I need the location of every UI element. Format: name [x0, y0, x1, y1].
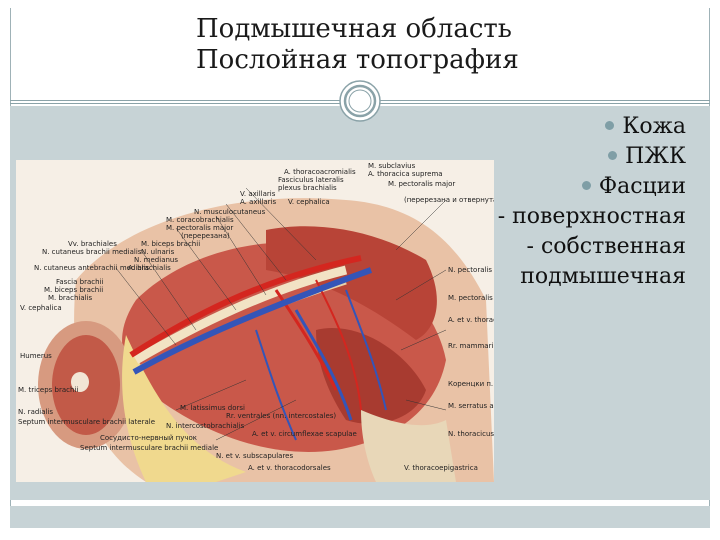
label-n-cutaneus-brachii-medialis: N. cutaneus brachii medialis — [42, 248, 142, 256]
label-a-thoracica-suprema: A. thoracica suprema — [368, 170, 443, 178]
sub-item: - собственная — [526, 234, 686, 259]
label-neurovascular-bundle: Сосудисто-нервный пучок — [100, 434, 197, 442]
bottom-strip — [10, 506, 710, 528]
label-n-ulnaris: N. ulnaris — [141, 248, 175, 256]
label-n-medianus: N. medianus — [134, 256, 178, 264]
label-thoracodorsales: A. et v. thoracodorsales — [248, 464, 331, 472]
label-a-thoracoacromialis: A. thoracoacromialis — [284, 168, 356, 176]
label-m-subclavius: M. subclavius — [368, 162, 416, 170]
label-v-axillaris: V. axillaris — [240, 190, 276, 198]
bullet-item: Кожа — [498, 112, 686, 142]
bullet-dot-icon — [581, 180, 591, 190]
label-m-serratus-anterior: M. serratus anterior — [448, 402, 494, 410]
slide-title-line-1: Подмышечная область — [196, 14, 512, 44]
sub-item: - поверхностная — [497, 204, 686, 229]
slide-title: Подмышечная область Послойная топография — [196, 14, 519, 76]
label-plexus-brachialis: plexus brachialis — [278, 184, 337, 192]
label-humerus: Humerus — [20, 352, 52, 360]
bullet-item: Фасции — [498, 172, 686, 202]
label-n-cutaneus-antebrachii-medialis: N. cutaneus antebrachii medialis — [34, 264, 150, 272]
label-m-pectoralis-minor: M. pectoralis minor — [448, 294, 494, 302]
label-n-thoracicus-longus: N. thoracicus longus — [448, 430, 494, 438]
label-circumflexae-scapulae: A. et v. circumflexae scapulae — [252, 430, 357, 438]
bullet-item: ПЖК — [498, 142, 686, 172]
slide-title-line-2: Послойная топография — [196, 45, 519, 75]
label-septum-mediale: Septum intermusculare brachii mediale — [80, 444, 218, 452]
label-v-cephalica: V. cephalica — [20, 304, 62, 312]
label-v-cephalica-top: V. cephalica — [288, 198, 330, 206]
label-a-axillaris: A. axillaris — [240, 198, 276, 206]
label-m-biceps-brachii-top: M. biceps brachii — [141, 240, 200, 248]
label-n-musculocutaneus: N. musculocutaneus — [194, 208, 266, 216]
label-vv-brachiales: Vv. brachiales — [68, 240, 117, 248]
label-v-thoracoepigastrica: V. thoracoepigastrica — [404, 464, 478, 472]
label-rr-mammarii-laterales: Rr. mammarii laterales — [448, 342, 494, 350]
circle-ornament-icon — [339, 80, 381, 122]
label-n-radialis: N. radialis — [18, 408, 53, 416]
label-note-cut-turned: (перерезана и отвернута) — [404, 196, 494, 204]
label-m-coracobrachialis: M. coracobrachialis — [166, 216, 234, 224]
label-m-latissimus-dorsi: M. latissimus dorsi — [180, 404, 245, 412]
bullet-dot-icon — [605, 120, 615, 130]
label-m-pectoralis-major: M. pectoralis major — [388, 180, 455, 188]
label-fasciculus-lateralis: Fasciculus lateralis — [278, 176, 344, 184]
label-n-pectoralis-lateralis: N. pectoralis lateralis — [448, 266, 494, 274]
bullet-dot-icon — [608, 150, 618, 160]
label-a-v-thoracica-lateralis: A. et v. thoracica lateralis — [448, 316, 494, 324]
label-m-triceps-brachii: M. triceps brachii — [18, 386, 78, 394]
label-m-biceps-brachii: M. biceps brachii — [44, 286, 103, 294]
label-rr-ventrales: Rr. ventrales (nn. intercostales) — [226, 412, 336, 420]
label-korentsy-n-medianus: Коренцки п. medianus — [448, 380, 494, 388]
sub-item: подмышечная — [520, 264, 686, 289]
bullet-list: Кожа ПЖК Фасции - поверхностная - собств… — [498, 112, 686, 292]
label-fascia-brachii: Fascia brachii — [56, 278, 103, 286]
label-m-pectoralis-major-left: M. pectoralis major — [166, 224, 233, 232]
label-a-brachialis: A. brachialis — [128, 264, 171, 272]
label-septum-laterale: Septum intermusculare brachii laterale — [18, 418, 155, 426]
label-n-intercostobrachialis: N. intercostobrachialis — [166, 422, 245, 430]
anatomy-illustration: M. subclavius A. thoracoacromialis A. th… — [16, 160, 494, 482]
label-note-cut: (перерезана) — [181, 232, 230, 240]
label-subscapulares: N. et v. subscapulares — [216, 452, 293, 460]
label-m-brachialis: M. brachialis — [48, 294, 93, 302]
